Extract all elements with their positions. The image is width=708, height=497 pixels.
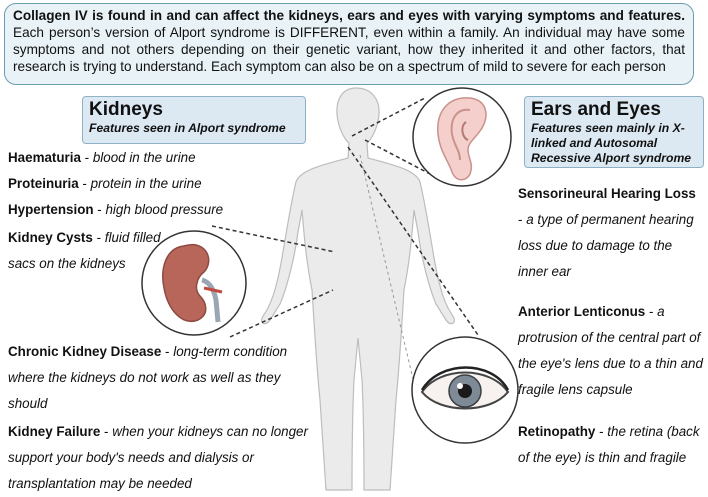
eye-icon <box>411 336 519 444</box>
intro-lead: Collagen IV is found in and can affect t… <box>13 8 685 23</box>
feature-sep: - <box>92 230 105 245</box>
feature-term: Kidney Failure <box>8 424 101 439</box>
feature-desc: long-term condition where the kidneys do… <box>8 344 288 411</box>
feature-term: Sensorineural Hearing Loss <box>518 186 696 201</box>
feature-term: Chronic Kidney Disease <box>8 344 162 359</box>
feature-term: Kidney Cysts <box>8 230 93 245</box>
feature-sensorineural-hearing-loss: Sensorineural Hearing Loss - a type of p… <box>518 181 704 285</box>
feature-sep: - <box>595 424 608 439</box>
feature-desc: a protrusion of the central part of the … <box>518 304 703 397</box>
feature-sep: - <box>78 176 91 191</box>
feature-kidney-failure: Kidney Failure - when your kidneys can n… <box>8 419 320 497</box>
ear-icon <box>412 87 512 187</box>
feature-term: Haematuria <box>8 150 81 165</box>
kidney-leader-line-lower <box>229 289 334 338</box>
feature-sep: - <box>93 202 106 217</box>
eye-leader-line <box>347 146 479 336</box>
feature-term: Anterior Lenticonus <box>518 304 646 319</box>
intro-box: Collagen IV is found in and can affect t… <box>4 3 694 85</box>
kidneys-subtitle: Features seen in Alport syndrome <box>89 121 286 135</box>
feature-desc: a type of permanent hearing loss due to … <box>518 212 694 279</box>
ear-leader-line-lower <box>364 139 433 176</box>
kidneys-heading-box: Kidneys Features seen in Alport syndrome <box>82 96 306 144</box>
feature-desc: fluid filled sacs on the kidneys <box>8 230 161 271</box>
feature-desc: when your kidneys can no longer support … <box>8 424 308 491</box>
feature-chronic-kidney-disease: Chronic Kidney Disease - long-term condi… <box>8 339 308 417</box>
feature-sep: - <box>518 212 527 227</box>
intro-text: Each person’s version of Alport syndrome… <box>13 25 685 74</box>
ears-eyes-title: Ears and Eyes <box>531 99 661 120</box>
human-body-icon <box>261 87 455 491</box>
feature-desc: high blood pressure <box>105 202 224 217</box>
feature-term: Retinopathy <box>518 424 596 439</box>
kidney-icon <box>141 230 247 336</box>
feature-retinopathy: Retinopathy - the retina (back of the ey… <box>518 419 704 471</box>
kidneys-title: Kidneys <box>89 99 163 120</box>
feature-desc: the retina (back of the eye) is thin and… <box>518 424 700 465</box>
feature-desc: protein in the urine <box>90 176 202 191</box>
feature-sep: - <box>645 304 658 319</box>
feature-sep: - <box>161 344 174 359</box>
feature-anterior-lenticonus: Anterior Lenticonus - a protrusion of th… <box>518 299 704 403</box>
feature-kidney-cysts: Kidney Cysts - fluid filled sacs on the … <box>8 225 168 277</box>
feature-proteinuria: Proteinuria - protein in the urine <box>8 171 248 197</box>
ears-eyes-heading-box: Ears and Eyes Features seen mainly in X-… <box>524 96 704 168</box>
feature-hypertension: Hypertension - high blood pressure <box>8 197 248 223</box>
feature-haematuria: Haematuria - blood in the urine <box>8 145 248 171</box>
feature-term: Hypertension <box>8 202 94 217</box>
feature-desc: blood in the urine <box>92 150 196 165</box>
ears-eyes-subtitle: Features seen mainly in X-linked and Aut… <box>531 121 692 165</box>
feature-sep: - <box>100 424 113 439</box>
feature-term: Proteinuria <box>8 176 79 191</box>
feature-sep: - <box>80 150 93 165</box>
